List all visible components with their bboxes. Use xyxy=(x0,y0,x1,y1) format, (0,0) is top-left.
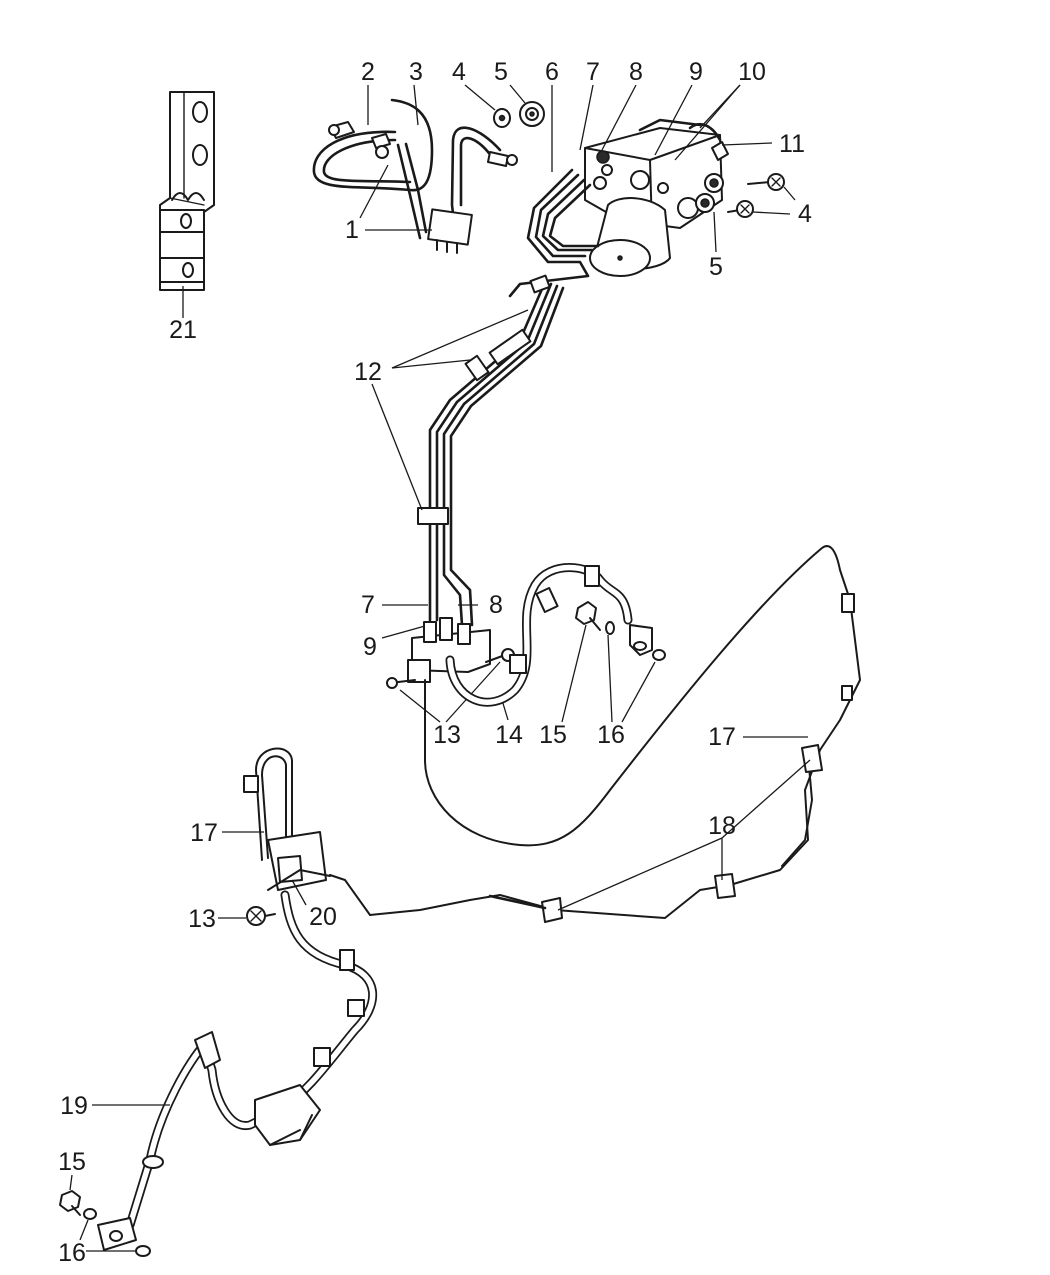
callout-6: 6 xyxy=(545,58,559,86)
lower-left-assembly-part-20 xyxy=(222,747,331,906)
callout-5-top: 5 xyxy=(494,58,508,86)
callout-15-lower: 15 xyxy=(58,1148,86,1176)
callout-4-right: 4 xyxy=(798,200,812,228)
callout-13-lower: 13 xyxy=(188,905,216,933)
callout-1: 1 xyxy=(345,216,359,244)
front-hose-part-19 xyxy=(92,890,378,1251)
callout-16-lower: 16 xyxy=(58,1239,86,1267)
callout-5-right: 5 xyxy=(709,253,723,281)
tube-bundle-part-12 xyxy=(371,168,600,627)
abs-module-part-11 xyxy=(584,118,773,277)
callout-labels: 1 2 3 4 5 6 7 8 9 10 11 4 5 21 12 7 8 9 … xyxy=(58,58,812,1267)
callout-11: 11 xyxy=(779,130,805,158)
fittings-parts-4-5-top xyxy=(464,84,545,128)
bolt-washers-parts-15-16-lower xyxy=(59,1174,151,1257)
bolt-part-13-lower xyxy=(218,906,276,926)
callout-19: 19 xyxy=(60,1092,88,1120)
callout-13-center: 13 xyxy=(433,721,461,749)
bolt-washers-parts-15-16-center xyxy=(561,601,666,723)
bracket-part-21 xyxy=(159,91,215,318)
callout-15-center: 15 xyxy=(539,721,567,749)
callout-4-top: 4 xyxy=(452,58,466,86)
callout-9-top: 9 xyxy=(689,58,703,86)
callout-8-center: 8 xyxy=(489,591,503,619)
long-brake-tube-part-17 xyxy=(329,545,861,923)
fasteners-parts-4-5-right xyxy=(713,173,796,253)
callout-14: 14 xyxy=(495,721,523,749)
callout-2: 2 xyxy=(361,58,375,86)
callout-21: 21 xyxy=(169,316,197,344)
callout-17-right: 17 xyxy=(708,723,736,751)
callout-7-top: 7 xyxy=(586,58,600,86)
callout-8-top: 8 xyxy=(629,58,643,86)
callout-17-left: 17 xyxy=(190,819,218,847)
callout-16-center: 16 xyxy=(597,721,625,749)
callout-20: 20 xyxy=(309,903,337,931)
callout-18: 18 xyxy=(708,812,736,840)
callout-12: 12 xyxy=(354,358,382,386)
callout-9-center: 9 xyxy=(363,633,377,661)
module-leaders xyxy=(551,84,741,172)
callout-10: 10 xyxy=(738,58,766,86)
junction-block-center xyxy=(381,604,515,723)
callout-7-center: 7 xyxy=(361,591,375,619)
flex-hose-part-14 xyxy=(445,563,653,707)
tube-bundle-parts-1-3 xyxy=(312,84,518,254)
callout-3: 3 xyxy=(409,58,423,86)
